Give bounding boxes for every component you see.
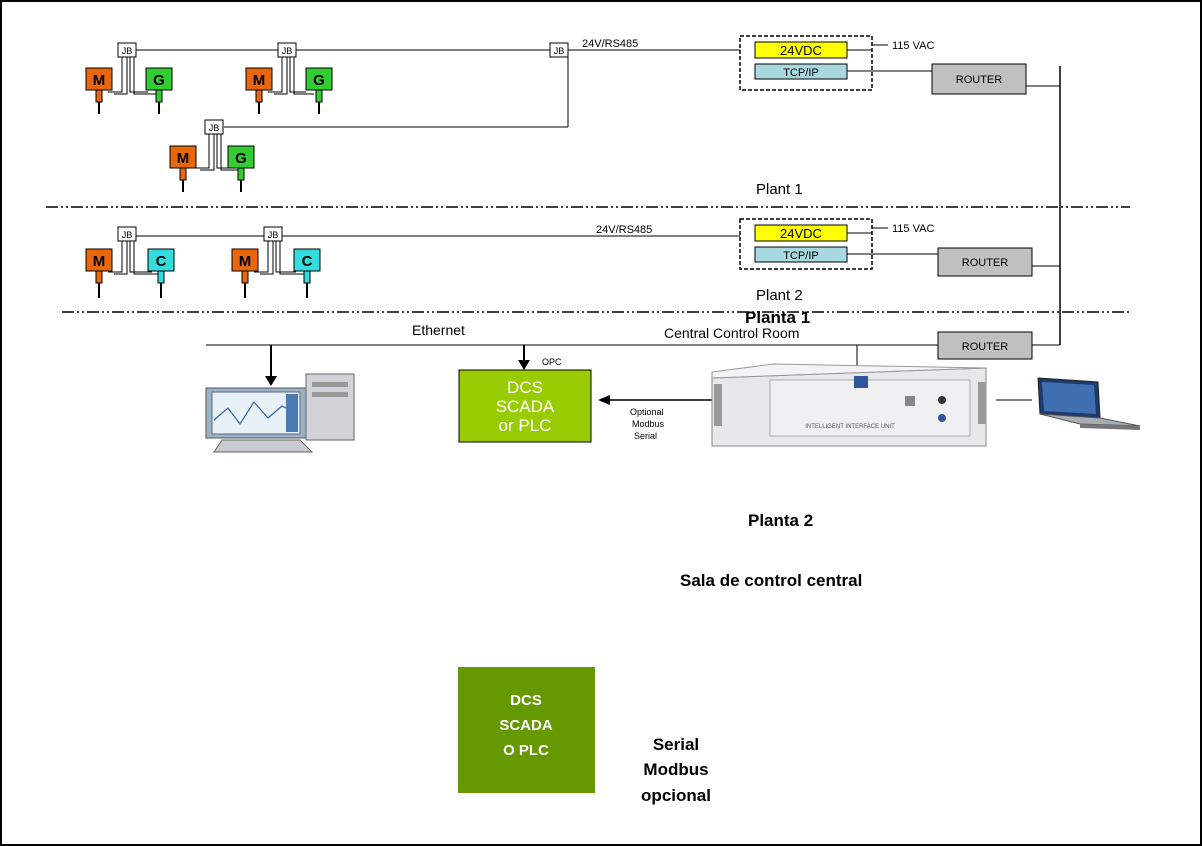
plant2-jb-1: JB: [117, 226, 137, 242]
plant1-g-sensor-3: G: [227, 145, 255, 192]
plant1-power-enclosure: [739, 35, 873, 91]
sensor-letter: M: [253, 72, 266, 89]
serial-es-line-3: opcional: [641, 786, 711, 805]
tcp-label: TCP/IP: [783, 67, 818, 79]
plant2-power-enclosure: [739, 218, 873, 270]
plant1-drops-1: [108, 57, 156, 95]
planta1-label: Planta 1: [745, 308, 810, 327]
dcs-es-line-3: O PLC: [503, 742, 549, 759]
plant1-jb-1: JB: [117, 42, 137, 58]
plant2-24vdc-box: 24VDC: [754, 224, 848, 242]
device-logo: [854, 376, 868, 388]
plant2-drops-2: [254, 241, 304, 275]
modbus-arrow: [598, 395, 610, 405]
interface-unit: INTELLIGENT INTERFACE UNIT: [711, 363, 987, 447]
jb-label: JB: [122, 230, 133, 240]
plant2-name: Plant 2: [756, 287, 803, 304]
sensor-letter: G: [235, 150, 247, 167]
control-room-router: ROUTER: [937, 331, 1033, 360]
dcs-spanish-box: DCS SCADA O PLC: [458, 667, 595, 793]
serial-es-line-1: Serial: [653, 735, 699, 754]
plant2-router: ROUTER: [937, 247, 1033, 277]
interface-unit-label: INTELLIGENT INTERFACE UNIT: [805, 424, 895, 430]
plant1-m-sensor-3: M: [169, 145, 197, 192]
plant1-section: JB JB JB JB M G: [85, 35, 1060, 198]
tcp-label: TCP/IP: [783, 250, 818, 262]
power-label: 24VDC: [780, 226, 822, 241]
sensor-letter: C: [156, 253, 167, 270]
plant1-name: Plant 1: [756, 181, 803, 198]
plant1-tcp-box: TCP/IP: [754, 63, 848, 80]
sensor-letter: M: [93, 72, 106, 89]
sensor-letter: M: [93, 253, 106, 270]
plant1-bus-label: 24V/RS485: [582, 38, 638, 50]
plant1-g-sensor-1: G: [145, 67, 173, 114]
serial-es-line-2: Modbus: [643, 760, 708, 779]
dcs-arrow: [518, 360, 530, 370]
workstation-arrow: [265, 376, 277, 386]
modbus-label-3: Serial: [634, 431, 657, 441]
plant1-jb-3: JB: [549, 42, 569, 58]
plant2-ac-label: 115 VAC: [892, 223, 934, 235]
control-room-name: Central Control Room: [664, 325, 799, 341]
plant1-jb-4: JB: [204, 119, 224, 135]
plant1-drops-2: [268, 57, 314, 95]
opc-label: OPC: [542, 357, 562, 367]
ethernet-label: Ethernet: [412, 322, 465, 338]
dcs-scada-box: DCS SCADA or PLC: [458, 369, 592, 443]
plant2-m-sensor-2: M: [231, 248, 259, 298]
dcs-line-1: DCS: [507, 378, 543, 397]
jb-label: JB: [554, 46, 565, 56]
sensor-letter: G: [313, 72, 325, 89]
plant1-ac-label: 115 VAC: [892, 40, 934, 52]
plant1-m-sensor-1: M: [85, 67, 113, 114]
laptop-icon: [1037, 377, 1141, 430]
modbus-label-1: Optional: [630, 407, 664, 417]
sensor-letter: M: [239, 253, 252, 270]
plant2-drops-1: [108, 241, 160, 275]
plant1-g-sensor-2: G: [305, 67, 333, 114]
plant1-router: ROUTER: [931, 63, 1027, 95]
plant2-tcp-box: TCP/IP: [754, 246, 848, 263]
plant2-m-sensor-1: M: [85, 248, 113, 298]
modbus-label-2: Modbus: [632, 419, 665, 429]
router-label: ROUTER: [962, 257, 1009, 269]
plant1-jb-2: JB: [277, 42, 297, 58]
workstation-icon: [205, 373, 355, 453]
router-label: ROUTER: [956, 74, 1003, 86]
jb-label: JB: [209, 123, 220, 133]
plant1-24vdc-box: 24VDC: [754, 41, 848, 59]
plant1-drops-3: [194, 134, 238, 171]
sensor-letter: M: [177, 150, 190, 167]
plant2-bus-label: 24V/RS485: [596, 224, 652, 236]
plant2-c-sensor-1: C: [147, 248, 175, 298]
jb-label: JB: [268, 230, 279, 240]
dcs-es-line-2: SCADA: [499, 717, 553, 734]
plant1-m-sensor-2: M: [245, 67, 273, 114]
power-label: 24VDC: [780, 43, 822, 58]
control-room-section: Ethernet Central Control Room ROUTER OPC…: [205, 322, 1141, 453]
plant2-jb-2: JB: [263, 226, 283, 242]
dcs-es-line-1: DCS: [510, 692, 542, 709]
plant2-section: JB JB M C M C: [85, 218, 1060, 304]
planta2-label: Planta 2: [748, 511, 813, 530]
jb-label: JB: [122, 46, 133, 56]
jb-label: JB: [282, 46, 293, 56]
router-label: ROUTER: [962, 341, 1009, 353]
dcs-line-2: SCADA: [496, 397, 555, 416]
sala-label: Sala de control central: [680, 571, 862, 590]
plant2-c-sensor-2: C: [293, 248, 321, 298]
sensor-letter: G: [153, 72, 165, 89]
sensor-letter: C: [302, 253, 313, 270]
dcs-line-3: or PLC: [499, 416, 552, 435]
